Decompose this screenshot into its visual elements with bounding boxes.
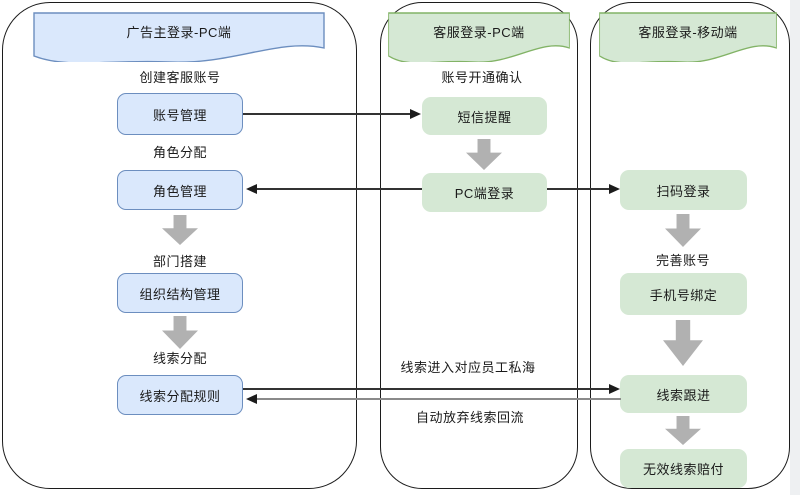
page-gutter: [790, 0, 800, 495]
lane-title-service-pc: 客服登录-PC端: [433, 24, 525, 40]
step-label-complete-account: 完善账号: [655, 253, 710, 268]
arrowhead-right-icon: [609, 183, 620, 194]
node-lead-followup: 线索跟进: [620, 375, 747, 413]
node-lead-assignment-rules: 线索分配规则: [117, 375, 243, 415]
step-label-role-assignment: 角色分配: [152, 145, 207, 160]
node-sms-notification: 短信提醒: [422, 97, 547, 135]
banner-service-pc: 客服登录-PC端: [388, 12, 570, 62]
lane-service-mobile: [590, 2, 790, 489]
arrowhead-right-icon: [410, 108, 421, 119]
banner-service-mobile: 客服登录-移动端: [599, 12, 777, 62]
node-invalid-lead-compensation: 无效线索赔付: [620, 449, 747, 488]
node-org-structure-management: 组织结构管理: [117, 273, 243, 313]
connector-pclogin-to-scan: [547, 188, 610, 190]
step-label-lead-assignment: 线索分配: [152, 351, 207, 366]
arrowhead-right-icon: [609, 383, 620, 394]
banner-advertiser-pc: 广告主登录-PC端: [33, 12, 325, 62]
edge-label-lead-to-private-sea: 线索进入对应员工私海: [400, 360, 536, 375]
lane-title-advertiser-pc: 广告主登录-PC端: [126, 24, 232, 40]
step-label-create-account: 创建客服账号: [139, 70, 221, 85]
lane-title-service-mobile: 客服登录-移动端: [638, 24, 738, 40]
connector-followup-to-rules: [256, 398, 621, 400]
arrowhead-left-icon: [246, 183, 257, 194]
node-account-management: 账号管理: [117, 93, 243, 135]
step-label-account-activation-confirm: 账号开通确认: [441, 70, 523, 85]
lane-service-pc: [380, 2, 578, 489]
node-role-management: 角色管理: [117, 170, 243, 210]
edge-label-auto-abandon-reflow: 自动放弃线索回流: [415, 410, 524, 425]
node-pc-login: PC端登录: [422, 173, 547, 212]
node-scan-login: 扫码登录: [620, 170, 747, 210]
connector-pclogin-to-role: [255, 188, 422, 190]
connector-rules-to-followup: [243, 388, 610, 390]
document-shape-icon: [599, 12, 777, 62]
node-phone-binding: 手机号绑定: [620, 273, 747, 315]
step-label-department-setup: 部门搭建: [152, 254, 207, 269]
connector-account-to-sms: [243, 113, 411, 115]
document-shape-icon: [388, 12, 570, 62]
document-shape-icon: [33, 12, 325, 62]
arrowhead-left-icon: [246, 393, 257, 404]
